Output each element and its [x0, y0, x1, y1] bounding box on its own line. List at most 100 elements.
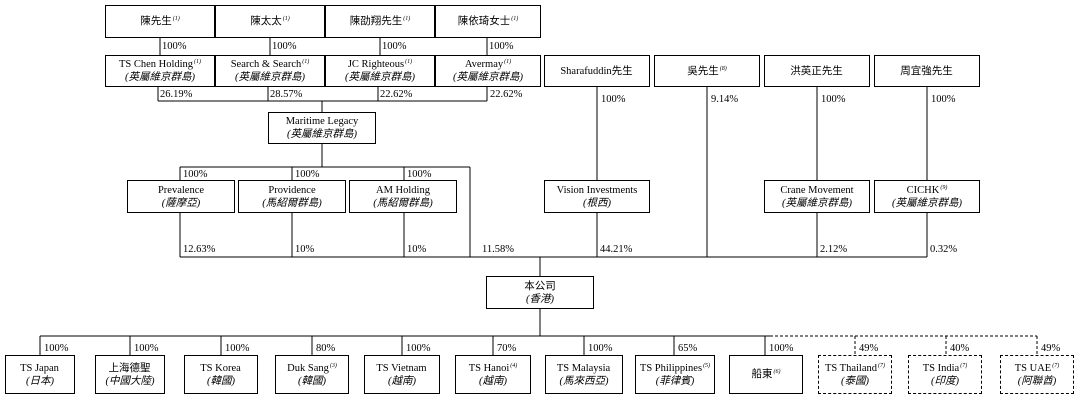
jurisdiction: (阿聯酋): [1017, 375, 1057, 387]
ownership-pct: 80%: [316, 343, 336, 354]
subsidiary-box: TS Korea (韓國): [184, 355, 258, 394]
jurisdiction: (英屬維京群島): [345, 72, 415, 83]
jurisdiction: (日本): [26, 375, 54, 387]
ownership-pct: 100%: [382, 41, 407, 52]
shareholder-name: 周宜強先生: [900, 65, 953, 77]
ownership-pct: 100%: [295, 169, 320, 180]
ownership-pct: 0.32%: [930, 244, 958, 255]
jurisdiction: (根西): [583, 197, 611, 209]
ownership-pct: 11.58%: [482, 244, 514, 255]
entity-name: Prevalence: [157, 184, 205, 196]
entity-box: Prevalence (薩摩亞): [127, 180, 235, 213]
ownership-pct: 49%: [859, 343, 879, 354]
jurisdiction: (菲律賓): [655, 375, 695, 387]
shareholder-name: 洪英正先生: [790, 65, 843, 77]
entity-name: Crane Movement: [780, 184, 854, 196]
subsidiary-box: Duk Sang(3) (韓國): [275, 355, 349, 394]
note-ref: (8): [719, 65, 727, 72]
ownership-pct: 70%: [497, 343, 517, 354]
subsidiary-box-dashed: TS India(7) (印度): [908, 355, 982, 394]
note-ref: (1): [511, 16, 519, 22]
entity-name: TS Vietnam: [376, 362, 427, 374]
company-box: 本公司 (香港): [486, 276, 594, 309]
jurisdiction: (印度): [931, 375, 959, 387]
subsidiary-box: 船東(6): [729, 355, 803, 394]
note-ref: (1): [405, 59, 413, 65]
ownership-pct: 100%: [225, 343, 250, 354]
jurisdiction: (韓國): [298, 375, 326, 387]
jurisdiction: (英屬維京群島): [235, 72, 305, 83]
jurisdiction: (英屬維京群島): [892, 197, 962, 209]
entity-name: CICHK: [906, 184, 940, 196]
entity-name: 船東: [751, 369, 773, 380]
ownership-pct: 100%: [272, 41, 297, 52]
jurisdiction: (韓國): [207, 375, 235, 387]
ownership-pct: 10%: [407, 244, 427, 255]
entity-name: Providence: [268, 184, 316, 196]
jurisdiction: (英屬維京群島): [287, 129, 357, 140]
jurisdiction: (越南): [388, 375, 416, 387]
jurisdiction: (馬紹爾群島): [262, 197, 322, 209]
note-ref: (7): [1052, 362, 1060, 369]
jurisdiction: (英屬維京群島): [125, 72, 195, 83]
ownership-pct: 100%: [601, 94, 626, 105]
entity-name: TS Chen Holding: [118, 59, 194, 70]
shareholder-box: 周宜強先生: [874, 55, 980, 87]
note-ref: (5): [703, 362, 711, 369]
note-ref: (1): [172, 16, 180, 22]
subsidiary-box: TS Philippines(5) (菲律賓): [635, 355, 715, 394]
jurisdiction: (馬紹爾群島): [373, 197, 433, 209]
ownership-pct: 44.21%: [600, 244, 633, 255]
entity-name: TS Malaysia: [556, 362, 611, 374]
subsidiary-box: TS Hanoi(4) (越南): [455, 355, 531, 394]
holdco-box: Avermay(1) (英屬維京群島): [435, 55, 541, 87]
note-ref: (1): [504, 59, 512, 65]
entity-box: Providence (馬紹爾群島): [238, 180, 346, 213]
individual-name: 陳劭翔先生: [349, 16, 403, 27]
ownership-pct: 100%: [134, 343, 159, 354]
entity-name: Maritime Legacy: [285, 116, 359, 127]
shareholder-box: 吳先生(8): [654, 55, 760, 87]
ownership-pct: 2.12%: [820, 244, 848, 255]
note-ref: (3): [329, 362, 337, 369]
ownership-pct: 26.19%: [160, 89, 193, 100]
entity-name: 上海德聖: [108, 362, 151, 374]
note-ref: (1): [282, 16, 290, 22]
entity-name: TS UAE: [1014, 362, 1052, 374]
subsidiary-box: TS Malaysia (馬來西亞): [545, 355, 623, 394]
jurisdiction: (英屬維京群島): [782, 197, 852, 209]
note-ref: (1): [403, 16, 411, 22]
entity-name: Avermay: [464, 59, 504, 70]
entity-box: Crane Movement (英屬維京群島): [764, 180, 870, 213]
individual-box: 陳依琦女士(1): [435, 5, 541, 38]
maritime-legacy-box: Maritime Legacy (英屬維京群島): [268, 112, 376, 144]
entity-box: CICHK(9) (英屬維京群島): [874, 180, 980, 213]
jurisdiction: (薩摩亞): [161, 197, 201, 209]
holdco-box: Search & Search(1) (英屬維京群島): [215, 55, 325, 87]
shareholder-name: Sharafuddin先生: [560, 65, 633, 77]
subsidiary-box: 上海德聖 (中國大陸): [95, 355, 165, 394]
entity-name: Duk Sang: [287, 362, 329, 374]
ownership-pct: 100%: [821, 94, 846, 105]
note-ref: (1): [302, 59, 310, 65]
entity-name: TS Hanoi: [468, 362, 510, 374]
ownership-pct: 100%: [406, 343, 431, 354]
subsidiary-box: TS Vietnam (越南): [364, 355, 440, 394]
ownership-pct: 9.14%: [711, 94, 739, 105]
subsidiary-box-dashed: TS Thailand(7) (泰國): [818, 355, 892, 394]
entity-name: TS India: [922, 362, 960, 374]
ownership-pct: 40%: [950, 343, 970, 354]
subsidiary-box: TS Japan (日本): [5, 355, 75, 394]
entity-name: 本公司: [524, 280, 556, 292]
entity-name: AM Holding: [376, 184, 430, 196]
entity-name: Search & Search: [230, 59, 302, 70]
entity-name: TS Philippines: [639, 362, 703, 374]
holdco-box: JC Righteous(1) (英屬維京群島): [325, 55, 435, 87]
ownership-pct: 22.62%: [490, 89, 523, 100]
jurisdiction: (香港): [526, 293, 554, 305]
jurisdiction: (越南): [479, 375, 507, 387]
note-ref: (4): [510, 362, 518, 369]
jurisdiction: (馬來西亞): [559, 375, 609, 387]
ownership-pct: 100%: [407, 169, 432, 180]
jurisdiction: (中國大陸): [105, 375, 155, 387]
